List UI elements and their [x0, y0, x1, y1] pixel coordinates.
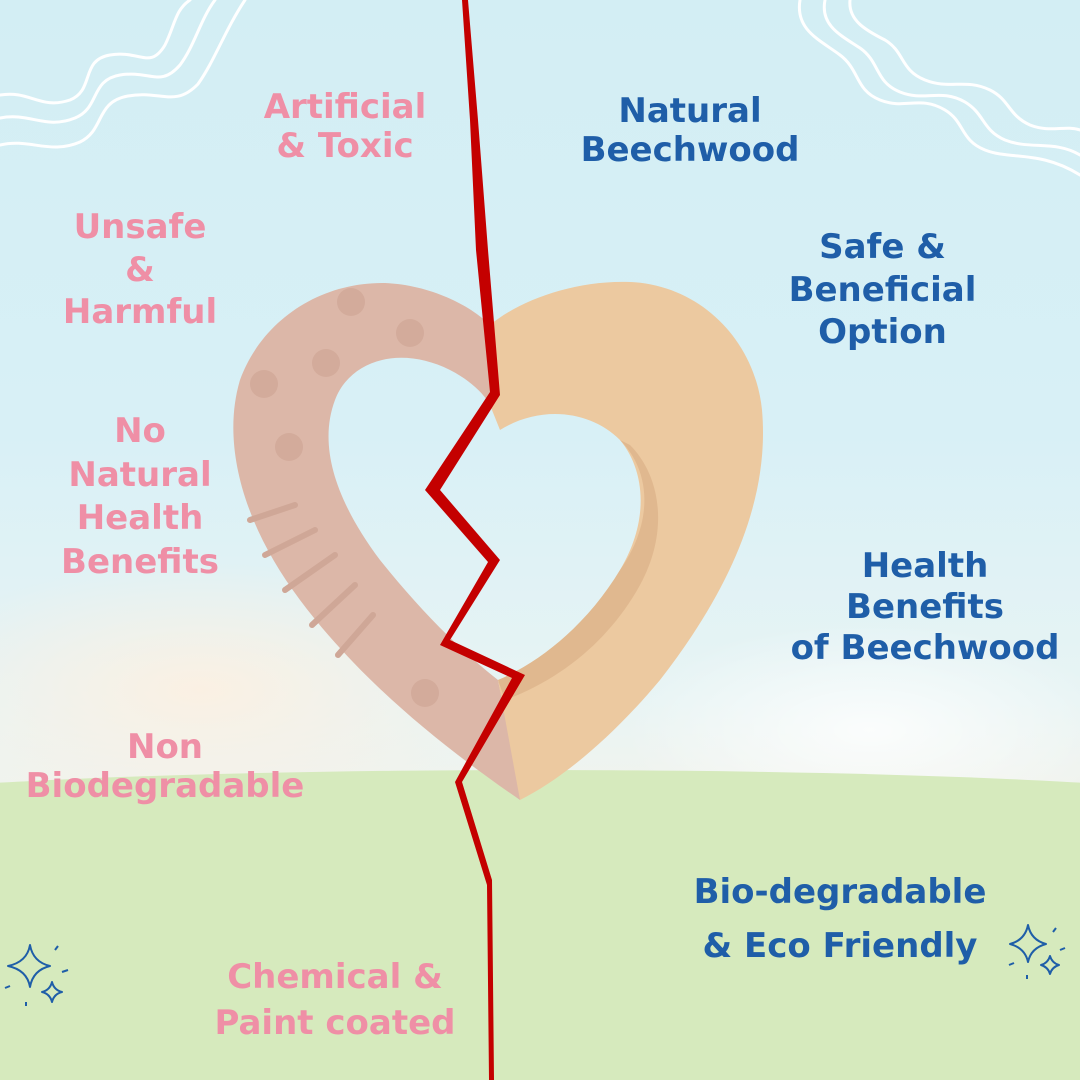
negative-item-non-biodegradable: Non Biodegradable: [20, 727, 310, 807]
negative-item-artificial-toxic: Artificial & Toxic: [250, 87, 440, 167]
label-line: Natural: [68, 454, 212, 495]
label-line: Beneficial: [788, 269, 977, 310]
label-line: Chemical &: [227, 957, 443, 997]
label-line: Health: [76, 498, 204, 539]
positive-item-biodegradable-eco: Bio-degradable & Eco Friendly: [670, 865, 1010, 974]
label-line: Option: [818, 312, 947, 352]
positive-item-safe-beneficial: Safe & Beneficial Option: [775, 226, 990, 354]
silicone-heart-half: [233, 282, 520, 801]
label-line: Artificial: [263, 87, 427, 127]
label-line: & Eco Friendly: [702, 926, 978, 967]
label-line: Non: [126, 727, 204, 767]
label-line: No: [114, 411, 166, 451]
label-line: Paint coated: [214, 1002, 456, 1043]
label-line: Natural: [618, 91, 762, 131]
wavy-lines-icon: [797, 0, 1080, 177]
negative-item-no-health-benefits: No Natural Health Benefits: [40, 410, 240, 584]
negative-item-chemical-paint: Chemical & Paint coated: [200, 955, 470, 1047]
label-line: Bio-degradable: [693, 872, 987, 912]
label-line: of Beechwood: [790, 627, 1060, 668]
sparkle-icon: [4, 944, 69, 1006]
broken-heart-crack-icon: [425, 0, 525, 1080]
wavy-lines-icon: [0, 0, 247, 149]
label-line: Biodegradable: [25, 766, 305, 807]
positive-item-health-benefits: Health Benefits of Beechwood: [780, 546, 1070, 668]
label-line: Safe &: [819, 227, 946, 267]
label-line: Beechwood: [580, 130, 800, 171]
label-line: Benefits: [61, 541, 219, 582]
label-line: & Toxic: [276, 126, 414, 167]
label-line: Harmful: [62, 292, 218, 332]
grass-hill: [0, 770, 1080, 1080]
sparkle-icon: [1008, 924, 1066, 979]
label-line: Unsafe: [73, 207, 207, 247]
beechwood-heart-half: [490, 281, 764, 800]
label-line: Benefits: [846, 586, 1004, 627]
label-line: Health: [861, 546, 989, 586]
negative-item-unsafe-harmful: Unsafe & Harmful: [45, 206, 235, 334]
label-line: &: [125, 249, 155, 290]
positive-item-natural-beechwood: Natural Beechwood: [570, 91, 810, 171]
